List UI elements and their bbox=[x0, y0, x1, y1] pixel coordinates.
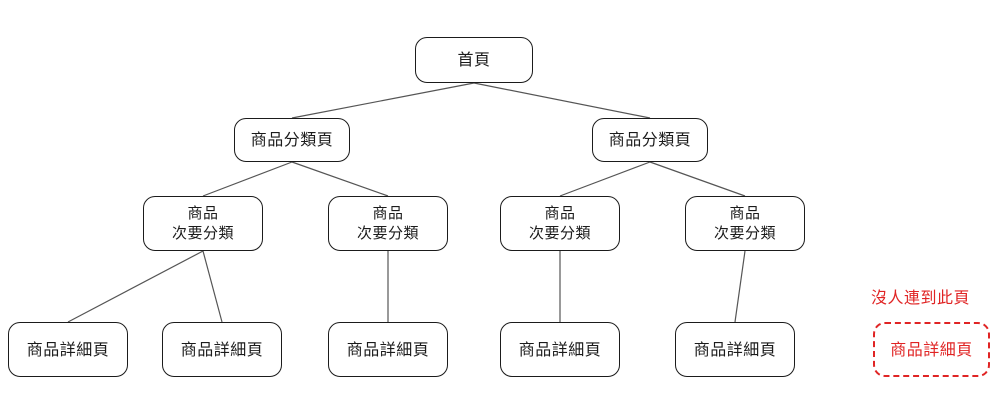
node-detail-orphan[interactable]: 商品詳細頁 bbox=[873, 322, 990, 377]
node-detail-3[interactable]: 商品詳細頁 bbox=[328, 322, 448, 377]
edge-sub-1-to-detail-1 bbox=[67, 250, 204, 323]
edge-cat-right-to-sub-4 bbox=[649, 161, 746, 197]
node-cat-left[interactable]: 商品分類頁 bbox=[234, 118, 350, 162]
edge-sub-4-to-detail-5 bbox=[734, 250, 746, 323]
node-sub-1[interactable]: 商品 次要分類 bbox=[143, 196, 263, 251]
edge-home-to-cat-right bbox=[473, 82, 651, 119]
edge-home-to-cat-left bbox=[291, 82, 475, 119]
node-home[interactable]: 首頁 bbox=[415, 37, 533, 83]
edge-cat-left-to-sub-2 bbox=[291, 161, 389, 197]
edge-cat-right-to-sub-3 bbox=[559, 161, 651, 197]
node-sub-2[interactable]: 商品 次要分類 bbox=[328, 196, 448, 251]
node-detail-1[interactable]: 商品詳細頁 bbox=[8, 322, 128, 377]
node-detail-4[interactable]: 商品詳細頁 bbox=[500, 322, 620, 377]
node-cat-right[interactable]: 商品分類頁 bbox=[592, 118, 708, 162]
edge-cat-left-to-sub-1 bbox=[202, 161, 293, 197]
edge-sub-1-to-detail-2 bbox=[202, 250, 223, 323]
annotation-orphan-note: 沒人連到此頁 bbox=[871, 288, 971, 307]
node-detail-5[interactable]: 商品詳細頁 bbox=[675, 322, 795, 377]
node-sub-4[interactable]: 商品 次要分類 bbox=[685, 196, 805, 251]
node-sub-3[interactable]: 商品 次要分類 bbox=[500, 196, 620, 251]
node-detail-2[interactable]: 商品詳細頁 bbox=[162, 322, 282, 377]
